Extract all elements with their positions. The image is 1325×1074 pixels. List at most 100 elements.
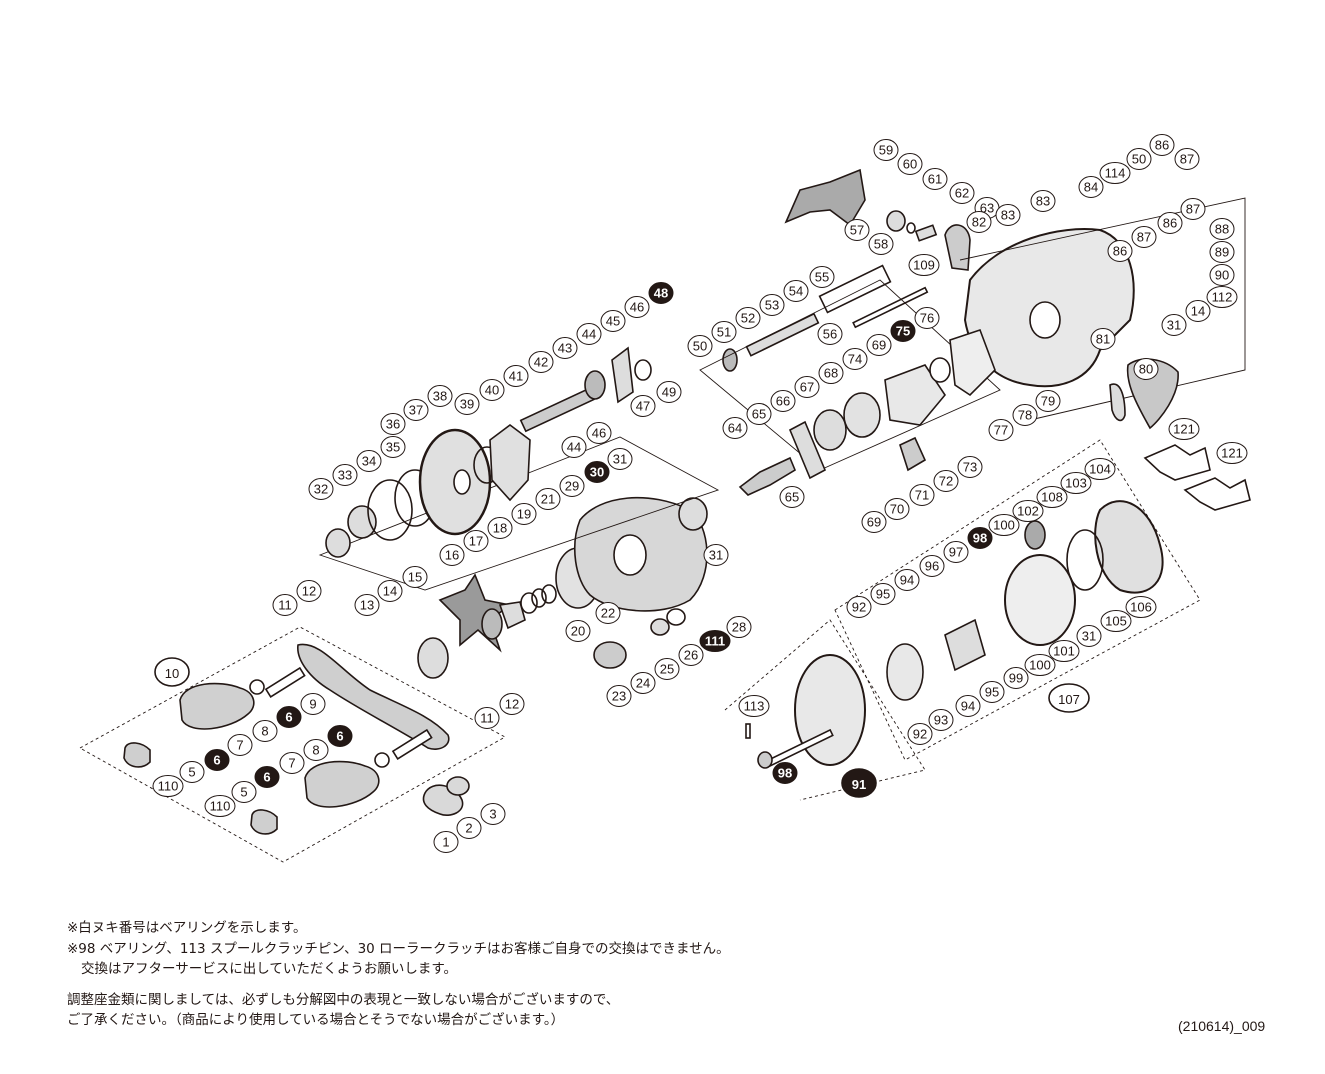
part-callout-55: 55 — [809, 266, 835, 288]
callout-bubble — [630, 672, 656, 694]
part-callout-44: 44 — [561, 436, 587, 458]
part-callout-64: 64 — [722, 417, 748, 439]
part-callout-102: 102 — [1012, 500, 1044, 522]
sideplate-group-outline — [834, 439, 1201, 761]
part-callout-108: 108 — [1036, 486, 1068, 508]
callout-bubble — [561, 436, 587, 458]
note-after-service: 交換はアフターサービスに出していただくようお願いします。 — [81, 961, 457, 977]
part-callout-52: 52 — [735, 307, 761, 329]
callout-label: 94 — [900, 573, 914, 588]
callout-bubble — [1048, 683, 1090, 713]
callout-label: 100 — [993, 518, 1015, 533]
part-callout-17: 17 — [463, 530, 489, 552]
callout-label: 83 — [1036, 194, 1050, 209]
part-callout-97: 97 — [943, 541, 969, 563]
part-callout-88: 88 — [1209, 218, 1235, 240]
kickback-71 — [899, 436, 927, 472]
callout-bubble — [868, 233, 894, 255]
callout-bubble — [607, 448, 633, 470]
handle-shaft-upper — [264, 666, 306, 698]
part-callout-9: 9 — [300, 693, 326, 715]
part-callout-93: 93 — [928, 709, 954, 731]
side-cover-101 — [1004, 554, 1076, 646]
callout-label: 6 — [263, 770, 270, 785]
callout-label: 74 — [848, 352, 862, 367]
callout-bubble — [1003, 667, 1029, 689]
ratchet-41 — [489, 424, 531, 502]
part-callout-83: 83 — [1030, 190, 1056, 212]
callout-bubble — [231, 781, 257, 803]
callout-label: 6 — [336, 729, 343, 744]
side-oring-105 — [1066, 529, 1104, 591]
star-drag-washer — [417, 637, 449, 679]
callout-label: 92 — [913, 727, 927, 742]
callout-bubble — [584, 461, 610, 483]
part-callout-50: 50 — [1126, 148, 1152, 170]
part-callout-6: 6 — [204, 749, 230, 771]
callout-label: 3 — [489, 807, 496, 822]
callout-bubble — [511, 503, 537, 525]
callout-label: 42 — [534, 355, 548, 370]
callout-label: 23 — [612, 689, 626, 704]
knob-cap-lower — [250, 809, 278, 835]
part-callout-32: 32 — [308, 478, 334, 500]
callout-label: 16 — [445, 548, 459, 563]
callout-label: 121 — [1221, 446, 1243, 461]
callout-label: 72 — [939, 474, 953, 489]
callout-bubble — [908, 254, 940, 276]
callout-label: 99 — [1009, 671, 1023, 686]
exploded-parts-diagram: 1235566667788910111112121314141516171819… — [79, 134, 1251, 863]
callout-bubble — [955, 695, 981, 717]
part-callout-1: 1 — [433, 831, 459, 853]
callout-label: 101 — [1053, 644, 1075, 659]
callout-bubble — [894, 569, 920, 591]
bearing-59 — [886, 210, 906, 232]
callout-bubble — [1174, 148, 1200, 170]
callout-label: 68 — [824, 366, 838, 381]
callout-label: 48 — [654, 286, 668, 301]
callout-label: 19 — [517, 507, 531, 522]
callout-bubble — [1060, 472, 1092, 494]
callout-bubble — [988, 419, 1014, 441]
callout-label: 45 — [606, 314, 620, 329]
callout-bubble — [586, 422, 612, 444]
callout-bubble — [1216, 442, 1248, 464]
part-callout-114: 114 — [1099, 162, 1131, 184]
pipe-55 — [818, 264, 892, 314]
side-plate-bore — [613, 534, 647, 576]
part-callout-71: 71 — [909, 484, 935, 506]
callout-label: 30 — [590, 465, 604, 480]
part-callout-34: 34 — [356, 450, 382, 472]
callout-bubble — [966, 211, 992, 233]
callout-label: 76 — [920, 311, 934, 326]
callout-bubble — [809, 266, 835, 288]
callout-bubble — [332, 464, 358, 486]
callout-bubble — [433, 831, 459, 853]
seal-121a — [1143, 444, 1211, 481]
callout-bubble — [919, 555, 945, 577]
part-callout-92: 92 — [907, 723, 933, 745]
spool — [794, 654, 866, 766]
part-callout-14: 14 — [1185, 300, 1211, 322]
callout-label: 5 — [240, 785, 247, 800]
callout-label: 78 — [1018, 408, 1032, 423]
callout-label: 87 — [1186, 202, 1200, 217]
callout-label: 50 — [693, 339, 707, 354]
callout-bubble — [873, 139, 899, 161]
callout-bubble — [949, 182, 975, 204]
pawl-61 — [914, 224, 938, 242]
callout-label: 21 — [541, 492, 555, 507]
callout-label: 100 — [1029, 658, 1051, 673]
callout-bubble — [933, 470, 959, 492]
callout-bubble — [988, 514, 1020, 536]
handle-nut — [446, 776, 470, 796]
clutch-plate-68 — [843, 392, 881, 438]
callout-label: 28 — [732, 620, 746, 635]
part-illustrations — [79, 168, 1251, 863]
callout-bubble — [735, 307, 761, 329]
callout-label: 13 — [360, 598, 374, 613]
part-callout-80: 80 — [1133, 358, 1159, 380]
callout-bubble — [1209, 241, 1235, 263]
part-callout-12: 12 — [499, 693, 525, 715]
part-callout-98: 98 — [967, 527, 993, 549]
